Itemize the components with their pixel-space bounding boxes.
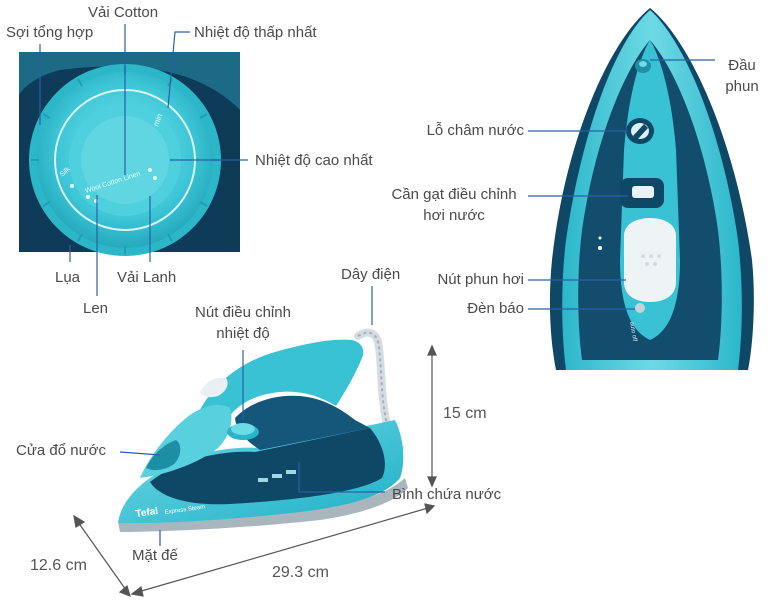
dim-height: 15 cm (443, 405, 487, 422)
length-arrow-right (424, 503, 436, 515)
label-max-temp: Nhiệt độ cao nhất (255, 152, 373, 169)
iron-leader-lines (119, 286, 385, 546)
temp-knob-top (231, 423, 255, 435)
tank-marks (258, 470, 296, 482)
water-tank-shape (150, 428, 385, 505)
width-arrow-bottom (118, 584, 131, 598)
label-power-cord: Dây điện (341, 266, 401, 283)
water-inlet-cap (146, 440, 181, 471)
label-water-tank: Bình chứa nước (392, 486, 502, 503)
height-arrow-bottom (427, 476, 437, 488)
length-arrow-left (130, 585, 144, 597)
label-temp-knob-line2: nhiệt độ (216, 325, 270, 342)
width-arrow-top (73, 514, 86, 528)
label-indicator-light: Đèn báo (467, 300, 524, 317)
label-water-inlet: Cửa đổ nước (16, 442, 106, 459)
iron-side-view: Tefal Express Steam (118, 328, 408, 532)
height-arrow-top (427, 344, 437, 356)
label-steam-lever-line2: hơi nước (423, 207, 485, 224)
auto-off-text: auto off (628, 321, 637, 342)
steam-lever (632, 186, 654, 198)
brand-model: Express Steam (164, 504, 205, 516)
label-synthetic: Sợi tổng hợp (6, 24, 94, 41)
length-dim-line (137, 507, 429, 593)
dim-length: 29.3 cm (272, 564, 329, 581)
indicator-light (635, 303, 645, 313)
steam-button-side (200, 377, 228, 398)
handle-gap (235, 395, 370, 450)
top-leader-lines (528, 59, 715, 310)
label-silk: Lụa (55, 269, 81, 286)
dial-face-min: min (151, 112, 164, 127)
label-min-temp: Nhiệt độ thấp nhất (194, 24, 317, 41)
dial-photo: Wool Cotton Linen Silk min (19, 52, 240, 256)
label-steam-lever-line1: Cần gạt điều chỉnh (391, 186, 517, 203)
label-water-fill-hole: Lỗ châm nước (426, 122, 524, 139)
power-cord-pattern (357, 331, 401, 449)
iron-handle (195, 339, 364, 426)
label-wool: Len (83, 300, 109, 317)
label-steam-button: Nút phun hơi (437, 271, 524, 288)
label-soleplate: Mặt đế (132, 547, 178, 564)
steam-button (624, 218, 676, 302)
dimension-arrows (73, 344, 437, 598)
label-nozzle-line2: phun (725, 78, 759, 95)
label-nozzle-line1: Đầu (728, 57, 756, 74)
dim-width: 12.6 cm (30, 557, 87, 574)
label-cotton: Vải Cotton (88, 4, 159, 21)
width-dim-line (77, 521, 127, 591)
label-temp-knob-line1: Nút điều chỉnh (195, 304, 291, 321)
dial-leader-lines (39, 24, 248, 296)
label-linen: Vải Lanh (117, 269, 177, 286)
brand-name: Tefal (135, 506, 159, 520)
